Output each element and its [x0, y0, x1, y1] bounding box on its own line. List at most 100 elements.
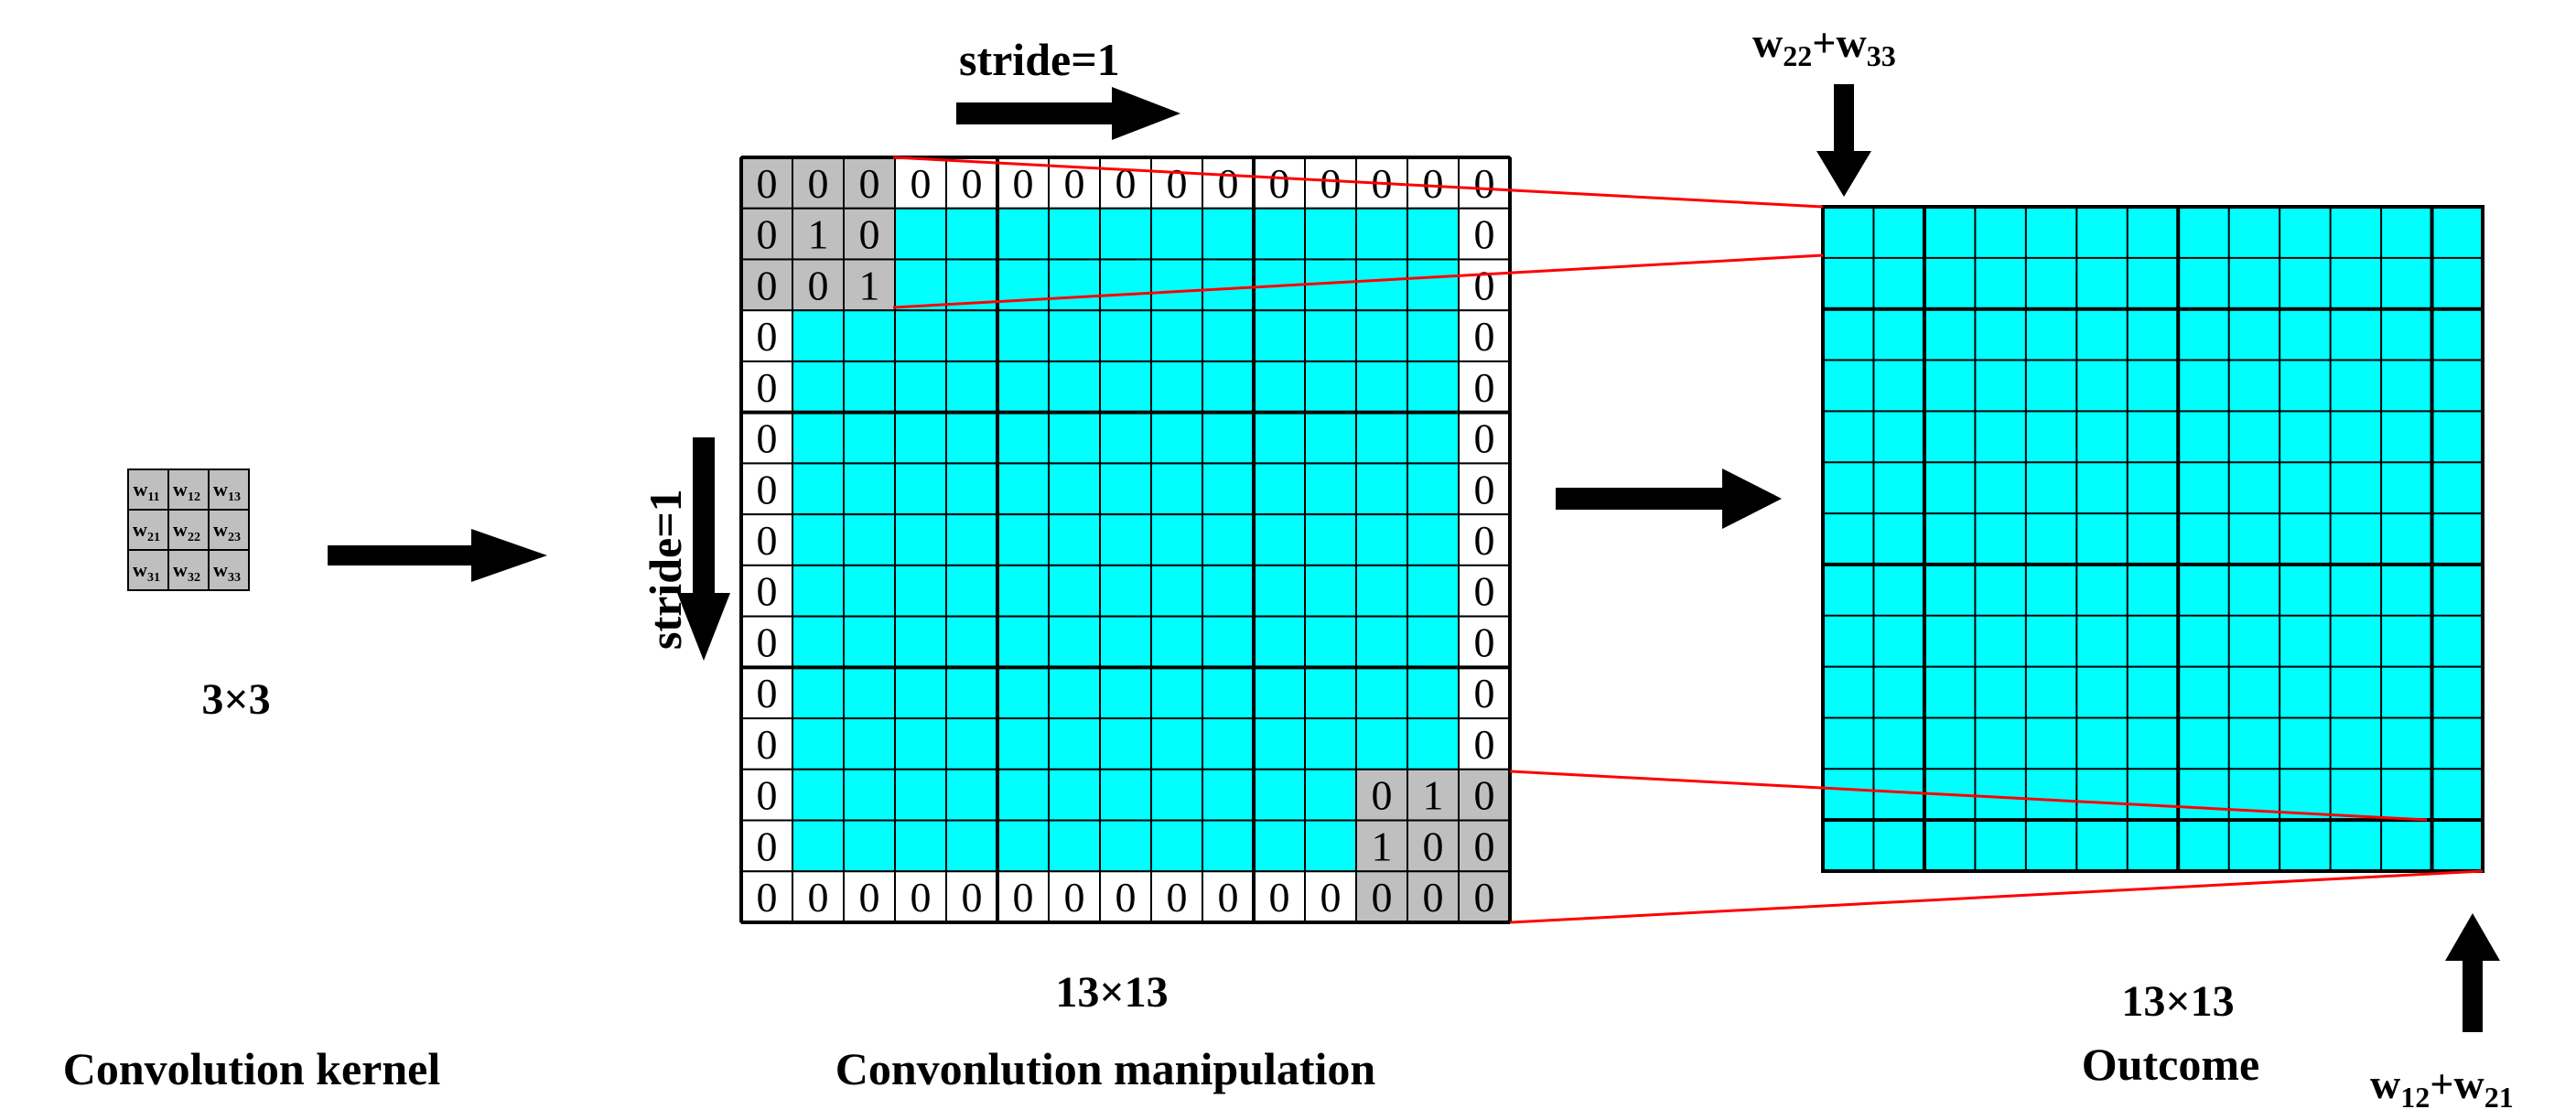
- manipulation-cell: [894, 768, 947, 822]
- manipulation-cell: [1304, 564, 1357, 618]
- manipulation-cell-digit: 0: [808, 874, 829, 921]
- manipulation-cell: [1458, 615, 1511, 669]
- manipulation-cell: [1048, 207, 1101, 261]
- manipulation-cell-digit: 0: [1218, 160, 1239, 207]
- manipulation-cell: [945, 462, 998, 516]
- manipulation-cell-digit: 0: [757, 874, 778, 921]
- manipulation-cell-digit: 0: [757, 568, 778, 615]
- manipulation-cell-digit: 0: [1013, 160, 1034, 207]
- manipulation-cell-digit: 0: [757, 670, 778, 716]
- manipulation-cell: [1304, 717, 1357, 770]
- manipulation-cell: [945, 564, 998, 618]
- manipulation-cell: [1048, 309, 1101, 362]
- manipulation-cell: [843, 513, 896, 566]
- manipulation-cell: [1202, 870, 1255, 923]
- manipulation-cell: [843, 309, 896, 362]
- manipulation-cell: [1407, 360, 1460, 414]
- outcome-grid: [1821, 205, 2484, 873]
- manipulation-cell: [1099, 258, 1152, 312]
- manipulation-cell: [1304, 411, 1357, 465]
- manipulation-cell: [1099, 717, 1152, 770]
- outcome-bottom-formula: w12+w21: [2370, 1061, 2514, 1114]
- manipulation-cell: [1355, 564, 1408, 618]
- manipulation-cell: [1407, 768, 1460, 822]
- manipulation-cell: [1099, 309, 1152, 362]
- manipulation-cell-digit: 0: [1013, 874, 1034, 921]
- manipulation-cell-digit: 0: [1474, 160, 1495, 207]
- kernel-weight-label: w33: [213, 558, 241, 585]
- manipulation-cell: [894, 258, 947, 312]
- manipulation-cell-digit: 0: [1167, 160, 1188, 207]
- manipulation-cell: [843, 615, 896, 669]
- manipulation-cell: [997, 411, 1050, 465]
- manipulation-cell: [1048, 615, 1101, 669]
- manipulation-cell: [1202, 258, 1255, 312]
- manipulation-cell: [1304, 207, 1357, 261]
- manipulation-cell-digit: 0: [1474, 823, 1495, 869]
- kernel-caption: Convolution kernel: [63, 1043, 441, 1094]
- manipulation-cell: [740, 513, 793, 566]
- manipulation-cell-digit: 0: [911, 874, 932, 921]
- manipulation-cell-digit: 0: [1269, 160, 1290, 207]
- kernel-cell: [167, 549, 210, 591]
- manipulation-cell-digit: 0: [1474, 721, 1495, 768]
- stride-horizontal-arrow-icon: [956, 87, 1180, 140]
- manipulation-cell: [1253, 207, 1306, 261]
- manipulation-cell: [792, 513, 845, 566]
- manipulation-cell-digit: 0: [757, 823, 778, 869]
- manipulation-cell: [1202, 819, 1255, 873]
- manipulation-cell: [1355, 615, 1408, 669]
- manipulation-cell: [945, 411, 998, 465]
- manipulation-cell-digit: 0: [1116, 160, 1137, 207]
- manipulation-cell: [1355, 411, 1408, 465]
- manipulation-cell-digit: 0: [757, 517, 778, 564]
- manipulation-cell: [1407, 615, 1460, 669]
- manipulation-cell: [843, 156, 896, 210]
- manipulation-cell: [945, 309, 998, 362]
- manipulation-cell: [1150, 360, 1203, 414]
- manipulation-cell: [1253, 870, 1306, 923]
- kernel-cell: [208, 468, 250, 511]
- manipulation-cell-digit: 0: [1320, 160, 1342, 207]
- manipulation-cell: [740, 309, 793, 362]
- manipulation-cell: [1150, 411, 1203, 465]
- manipulation-cell: [792, 360, 845, 414]
- manipulation-cell-digit: 0: [1320, 874, 1342, 921]
- outcome-top-formula: w22+w33: [1752, 19, 1896, 72]
- kernel-cell: [208, 549, 250, 591]
- manipulation-cell: [1202, 564, 1255, 618]
- manipulation-cell-digit: 0: [757, 466, 778, 512]
- manipulation-cell: [894, 564, 947, 618]
- manipulation-cell: [1202, 615, 1255, 669]
- outcome-grid-background: [1821, 205, 2484, 873]
- outcome-size-label: 13×13: [2121, 977, 2234, 1026]
- manipulation-cell: [1099, 666, 1152, 720]
- manipulation-cell: [1202, 309, 1255, 362]
- manipulation-cell: [1099, 462, 1152, 516]
- outcome-caption: Outcome: [2082, 1039, 2259, 1090]
- manipulation-cell: [1150, 666, 1203, 720]
- manipulation-cell: [1407, 564, 1460, 618]
- manipulation-cell: [1202, 513, 1255, 566]
- manipulation-cell-digit: 1: [1372, 823, 1393, 869]
- manipulation-cell: [1202, 207, 1255, 261]
- manipulation-cell-digit: 0: [757, 211, 778, 258]
- manipulation-size-label: 13×13: [1055, 968, 1168, 1017]
- manipulation-cell-digit: 0: [1218, 874, 1239, 921]
- manipulation-cell: [1458, 819, 1511, 873]
- manipulation-cell: [997, 258, 1050, 312]
- manipulation-cell: [1099, 411, 1152, 465]
- manipulation-cell: [894, 411, 947, 465]
- manipulation-cell: [894, 819, 947, 873]
- manipulation-cell: [945, 615, 998, 669]
- manipulation-cell: [843, 666, 896, 720]
- manipulation-cell: [1253, 819, 1306, 873]
- manipulation-cell: [1253, 666, 1306, 720]
- manipulation-cell: [843, 462, 896, 516]
- manipulation-cell: [945, 717, 998, 770]
- manipulation-cell: [1355, 360, 1408, 414]
- kernel-weight-label: w23: [213, 518, 241, 544]
- manipulation-cell-digit: 0: [962, 160, 983, 207]
- manipulation-cell: [1304, 513, 1357, 566]
